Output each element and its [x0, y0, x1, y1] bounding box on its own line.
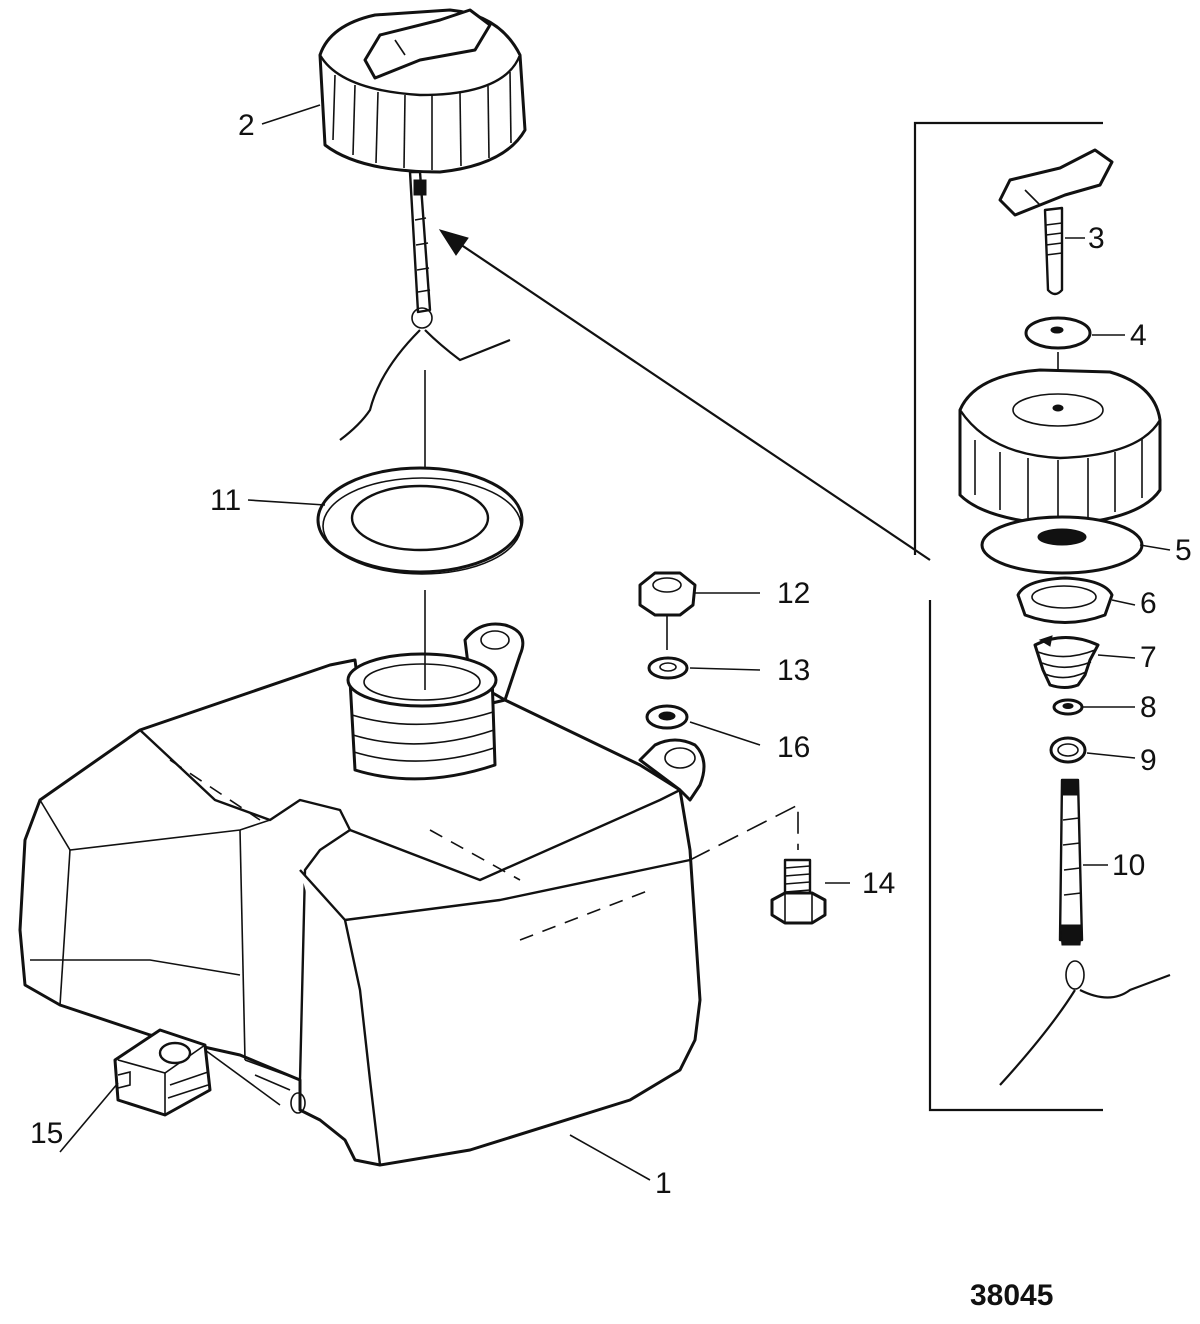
callout-5: 5	[1175, 534, 1192, 567]
callout-12: 12	[777, 577, 810, 610]
part-14-bolt[interactable]	[770, 858, 827, 925]
part-11-gasket[interactable]	[316, 466, 524, 575]
part-5-gasket[interactable]	[980, 515, 1144, 575]
callout-7: 7	[1140, 641, 1157, 674]
part-10-dipstick[interactable]	[999, 778, 1171, 1086]
part-12-nut[interactable]	[638, 571, 697, 650]
callout-9: 9	[1140, 744, 1157, 777]
detail-frame	[438, 121, 1103, 1112]
callout-6: 6	[1140, 587, 1157, 620]
part-cap-knob-detail[interactable]	[958, 368, 1162, 527]
callout-11: 11	[210, 484, 241, 517]
part-9-o-ring[interactable]	[1049, 736, 1087, 764]
callout-3: 3	[1088, 222, 1105, 255]
callout-16: 16	[777, 731, 810, 764]
callout-8: 8	[1140, 691, 1157, 724]
part-15-grommet[interactable]	[113, 1028, 281, 1117]
leader-lines	[59, 104, 1171, 1181]
part-8-small-washer[interactable]	[1052, 698, 1084, 716]
figure-number: 38045	[970, 1279, 1053, 1312]
callout-15: 15	[30, 1117, 63, 1150]
callout-1: 1	[655, 1167, 672, 1200]
callout-13: 13	[777, 654, 810, 687]
part-3-t-handle[interactable]	[998, 148, 1114, 296]
part-2-filler-cap-assembly[interactable]	[318, 8, 527, 441]
part-16-lock-washer[interactable]	[645, 704, 689, 730]
part-13-flat-washer[interactable]	[647, 656, 689, 680]
callout-4: 4	[1130, 319, 1147, 352]
callout-10: 10	[1112, 849, 1145, 882]
part-7-spring[interactable]	[1033, 635, 1100, 689]
part-6-seal-cup[interactable]	[1016, 576, 1114, 624]
bolt-alignment-line	[689, 803, 799, 861]
callout-labels: 2 11 12 13 16 14 15 1 3 4 5 6 7 8 9 10	[30, 109, 1192, 1200]
callout-2: 2	[238, 109, 255, 142]
callout-14: 14	[862, 867, 895, 900]
